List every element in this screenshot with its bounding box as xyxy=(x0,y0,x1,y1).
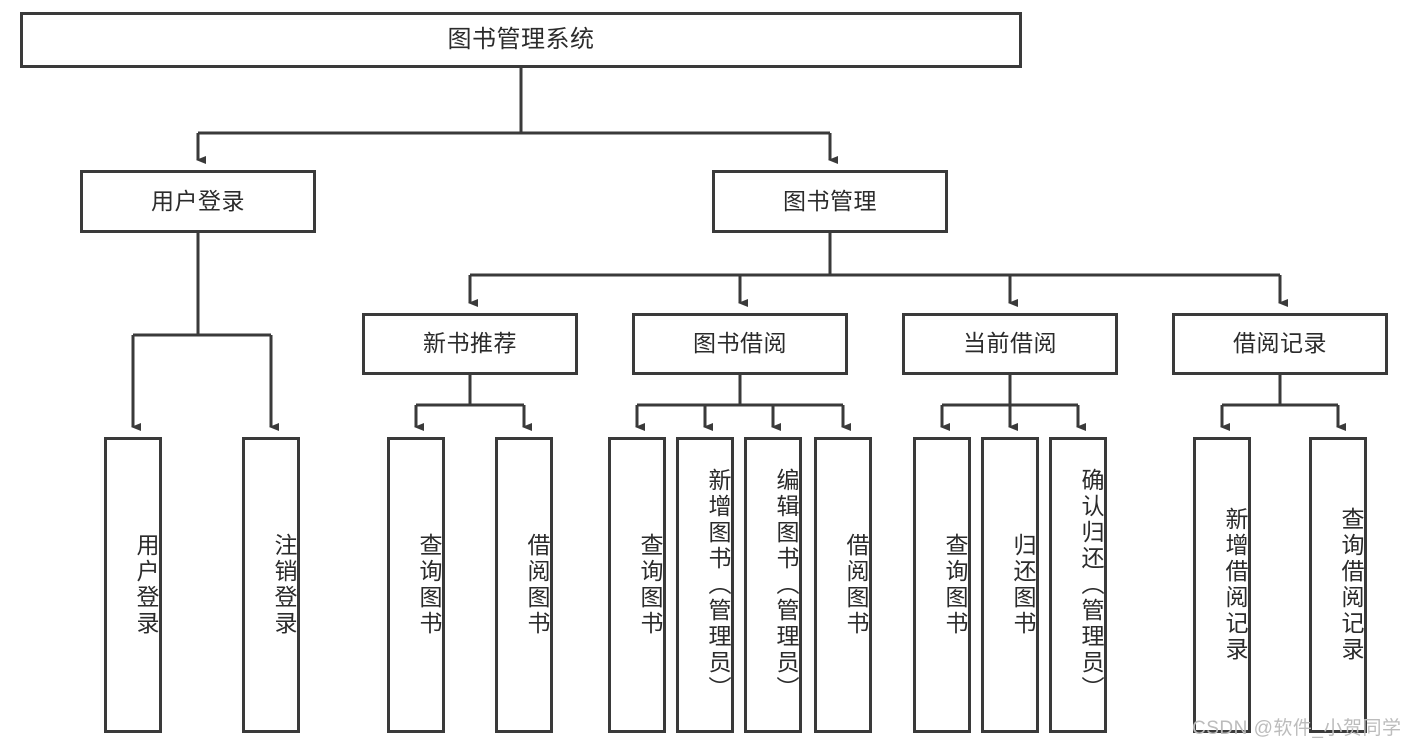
node-new-book-recommend[interactable]: 新书推荐 xyxy=(362,313,578,375)
leaf-recommend-query-book[interactable]: 查询图书 xyxy=(387,437,445,733)
csdn-watermark: CSDN @软件_小贺同学 xyxy=(1192,718,1402,739)
leaf-current-confirm-return-admin[interactable]: 确认归还（管理员） xyxy=(1049,437,1107,733)
leaf-borrow-query-book[interactable]: 查询图书 xyxy=(608,437,666,733)
leaf-current-return-book[interactable]: 归还图书 xyxy=(981,437,1039,733)
node-borrow-records[interactable]: 借阅记录 xyxy=(1172,313,1388,375)
node-user-login[interactable]: 用户登录 xyxy=(80,170,316,233)
leaf-recommend-borrow-book[interactable]: 借阅图书 xyxy=(495,437,553,733)
leaf-borrow-add-book-admin[interactable]: 新增图书（管理员） xyxy=(676,437,734,733)
node-current-borrow[interactable]: 当前借阅 xyxy=(902,313,1118,375)
leaf-borrow-borrow-book[interactable]: 借阅图书 xyxy=(814,437,872,733)
leaf-borrow-edit-book-admin[interactable]: 编辑图书（管理员） xyxy=(744,437,802,733)
node-book-borrow[interactable]: 图书借阅 xyxy=(632,313,848,375)
leaf-user-login-logout[interactable]: 注销登录 xyxy=(242,437,300,733)
leaf-records-query-record[interactable]: 查询借阅记录 xyxy=(1309,437,1367,733)
node-book-management[interactable]: 图书管理 xyxy=(712,170,948,233)
node-root-system[interactable]: 图书管理系统 xyxy=(20,12,1022,68)
leaf-user-login-login[interactable]: 用户登录 xyxy=(104,437,162,733)
leaf-current-query-book[interactable]: 查询图书 xyxy=(913,437,971,733)
leaf-records-add-record[interactable]: 新增借阅记录 xyxy=(1193,437,1251,733)
